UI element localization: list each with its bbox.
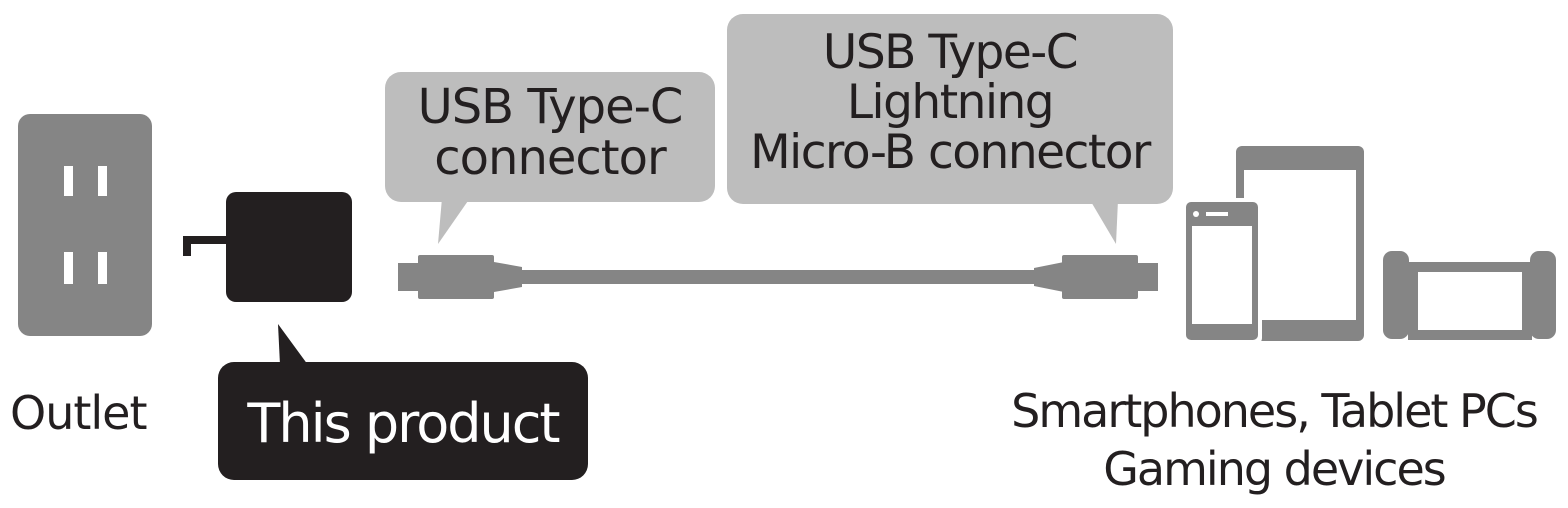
callout-left-bubble — [385, 72, 715, 244]
callout-right-line2: Lightning — [846, 74, 1055, 130]
callout-left-line1: USB Type-C — [417, 79, 684, 135]
device-plug-icon — [1062, 255, 1138, 299]
callout-right-bubble — [727, 14, 1173, 244]
callout-left-text: USB Type-C connector — [385, 82, 715, 184]
product-bubble — [218, 324, 588, 480]
usb-c-plug-icon — [418, 255, 494, 299]
callout-right-line3: Micro-B connector — [750, 124, 1151, 180]
outlet-icon — [18, 114, 152, 336]
tablet-icon — [1236, 146, 1364, 341]
game-console-icon — [1383, 251, 1556, 340]
devices-label-line2: Gaming devices — [1103, 442, 1446, 496]
callout-right-text: USB Type-C Lightning Micro-B connector — [727, 28, 1173, 177]
smartphone-icon — [1182, 198, 1262, 344]
outlet-label: Outlet — [10, 386, 148, 440]
callout-right-line1: USB Type-C — [822, 25, 1079, 80]
devices-label-line1: Smartphones, Tablet PCs — [1011, 384, 1539, 438]
product-label: This product — [247, 392, 560, 455]
charger-icon — [183, 192, 352, 302]
callout-left-line2: connector — [434, 129, 666, 186]
cable — [398, 255, 1158, 299]
